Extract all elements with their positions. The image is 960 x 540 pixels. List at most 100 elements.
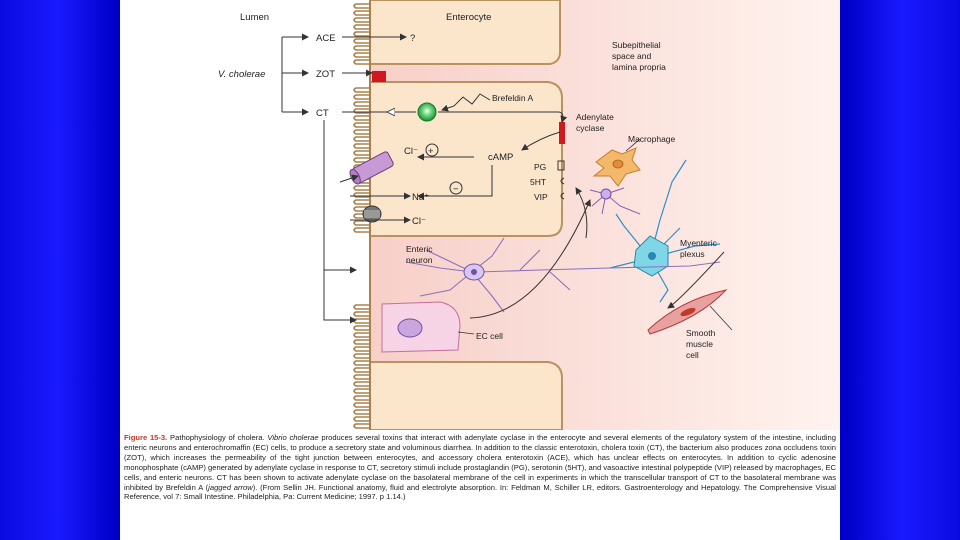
caption-figure-number: Figure 15-3. — [124, 433, 168, 442]
label-5ht: 5HT — [530, 177, 546, 187]
label-camp: cAMP — [488, 152, 513, 163]
microvillus — [353, 3, 370, 9]
microvillus — [353, 31, 370, 37]
label-ct: CT — [316, 108, 329, 119]
microvillus — [353, 325, 370, 331]
microvillus — [353, 136, 370, 142]
ct-molecule — [417, 102, 437, 122]
caption-jagged-arrow: jagged arrow — [208, 482, 253, 492]
microvillus — [353, 45, 370, 51]
enterocyte-top — [369, 0, 561, 65]
microvillus — [353, 122, 370, 128]
caption-body-2: ). (From Sellin JH. Functional anatomy, … — [124, 482, 836, 502]
label-adenylate-1: Adenylate — [576, 112, 614, 122]
microvillus — [353, 10, 370, 16]
enterocyte-main — [369, 81, 563, 237]
microvillus — [353, 101, 370, 107]
microvillus — [353, 213, 370, 219]
caption-title: Pathophysiology of cholera. — [170, 433, 265, 442]
ec-cell-leader — [457, 331, 475, 335]
microvillus — [353, 367, 370, 373]
microvillus — [353, 360, 370, 366]
vip-receptor — [560, 192, 565, 200]
neuron-to-vip-arrow — [575, 187, 588, 239]
plus-circle — [425, 143, 439, 157]
label-ace: ACE — [316, 33, 336, 44]
label-myenteric-2: plexus — [680, 249, 705, 259]
ec-cell-nucleus — [397, 318, 423, 338]
pg-receptor — [557, 160, 565, 171]
label-pg: PG — [534, 162, 546, 172]
smooth-muscle-leader — [709, 305, 733, 331]
microvillus — [353, 157, 370, 163]
microvillus — [353, 381, 370, 387]
label-unknown-effect: ? — [410, 33, 415, 44]
label-subepithelial-3: lamina propria — [612, 62, 666, 72]
ct-to-ec-arrow — [323, 270, 357, 324]
microvillus — [353, 38, 370, 44]
enteric-neuron-nucleus — [471, 269, 477, 275]
microvillus — [353, 318, 370, 324]
microvillus — [353, 353, 370, 359]
sht-receptor — [560, 177, 565, 185]
camp-to-na-arrow — [417, 165, 493, 200]
label-smooth-1: Smooth — [686, 328, 716, 338]
microvillus — [353, 402, 370, 408]
microvillus — [353, 304, 370, 310]
enterocyte-bottom — [369, 361, 563, 430]
ct-to-neuron-arrow — [323, 120, 357, 274]
microvillus — [353, 416, 370, 422]
ct-to-cyclase — [557, 111, 568, 123]
label-smooth-3: cell — [686, 350, 699, 360]
cholera-pathophysiology-figure: Lumen Enterocyte Subepithelial space and… — [120, 0, 840, 430]
myenteric-nucleus — [648, 252, 656, 260]
microvillus — [353, 115, 370, 121]
label-myenteric-1: Myenteric — [680, 238, 718, 248]
microvillus — [353, 150, 370, 156]
cyclase-to-camp-arrow — [521, 131, 561, 151]
microvillus — [353, 311, 370, 317]
slide-page: Lumen Enterocyte Subepithelial space and… — [120, 0, 840, 540]
microvillus — [353, 388, 370, 394]
microvillus — [353, 94, 370, 100]
microvillus — [353, 192, 370, 198]
microvillus — [353, 227, 370, 233]
microvillus — [353, 206, 370, 212]
label-macrophage: Macrophage — [628, 134, 676, 144]
microvillus — [353, 332, 370, 338]
cl-cotransporter — [362, 205, 382, 223]
adenylate-cyclase-marker — [559, 122, 565, 144]
plexus-to-muscle-arrow — [667, 251, 725, 309]
label-smooth-2: muscle — [686, 339, 713, 349]
label-v-cholerae: V. cholerae — [218, 69, 265, 80]
macrophage-nucleus — [612, 159, 624, 169]
label-minus: − — [453, 184, 459, 195]
microvillus — [353, 87, 370, 93]
label-na: Na⁺ — [412, 192, 429, 203]
microvillus — [353, 339, 370, 345]
microvillus — [353, 220, 370, 226]
ec-to-sht-arrow — [469, 199, 591, 319]
microvillus — [353, 17, 370, 23]
label-brefeldin: Brefeldin A — [492, 93, 533, 103]
microvillus — [353, 199, 370, 205]
microvillus — [353, 59, 370, 65]
zot-tight-junction — [372, 71, 386, 82]
label-ec-cell: EC cell — [476, 331, 503, 341]
cl-efflux-arrow — [339, 174, 359, 183]
figure-caption: Figure 15-3. Pathophysiology of cholera.… — [124, 433, 836, 502]
macrophage-leader — [625, 138, 641, 152]
label-adenylate-2: cyclase — [576, 123, 605, 133]
microvillus — [353, 185, 370, 191]
microvillus — [353, 409, 370, 415]
label-zot: ZOT — [316, 69, 335, 80]
figure-diagram: Lumen Enterocyte Subepithelial space and… — [218, 0, 840, 430]
enteric-neuron-processes — [405, 237, 721, 313]
microvillus — [353, 346, 370, 352]
microvillus — [353, 52, 370, 58]
label-cl-secretion: Cl⁻ — [404, 146, 418, 157]
brefeldin-jagged-arrow — [441, 93, 491, 112]
label-enteric-2: neuron — [406, 255, 433, 265]
caption-body-1: produces several toxins that interact wi… — [124, 433, 836, 492]
caption-organism: Vibrio cholerae — [267, 433, 319, 442]
